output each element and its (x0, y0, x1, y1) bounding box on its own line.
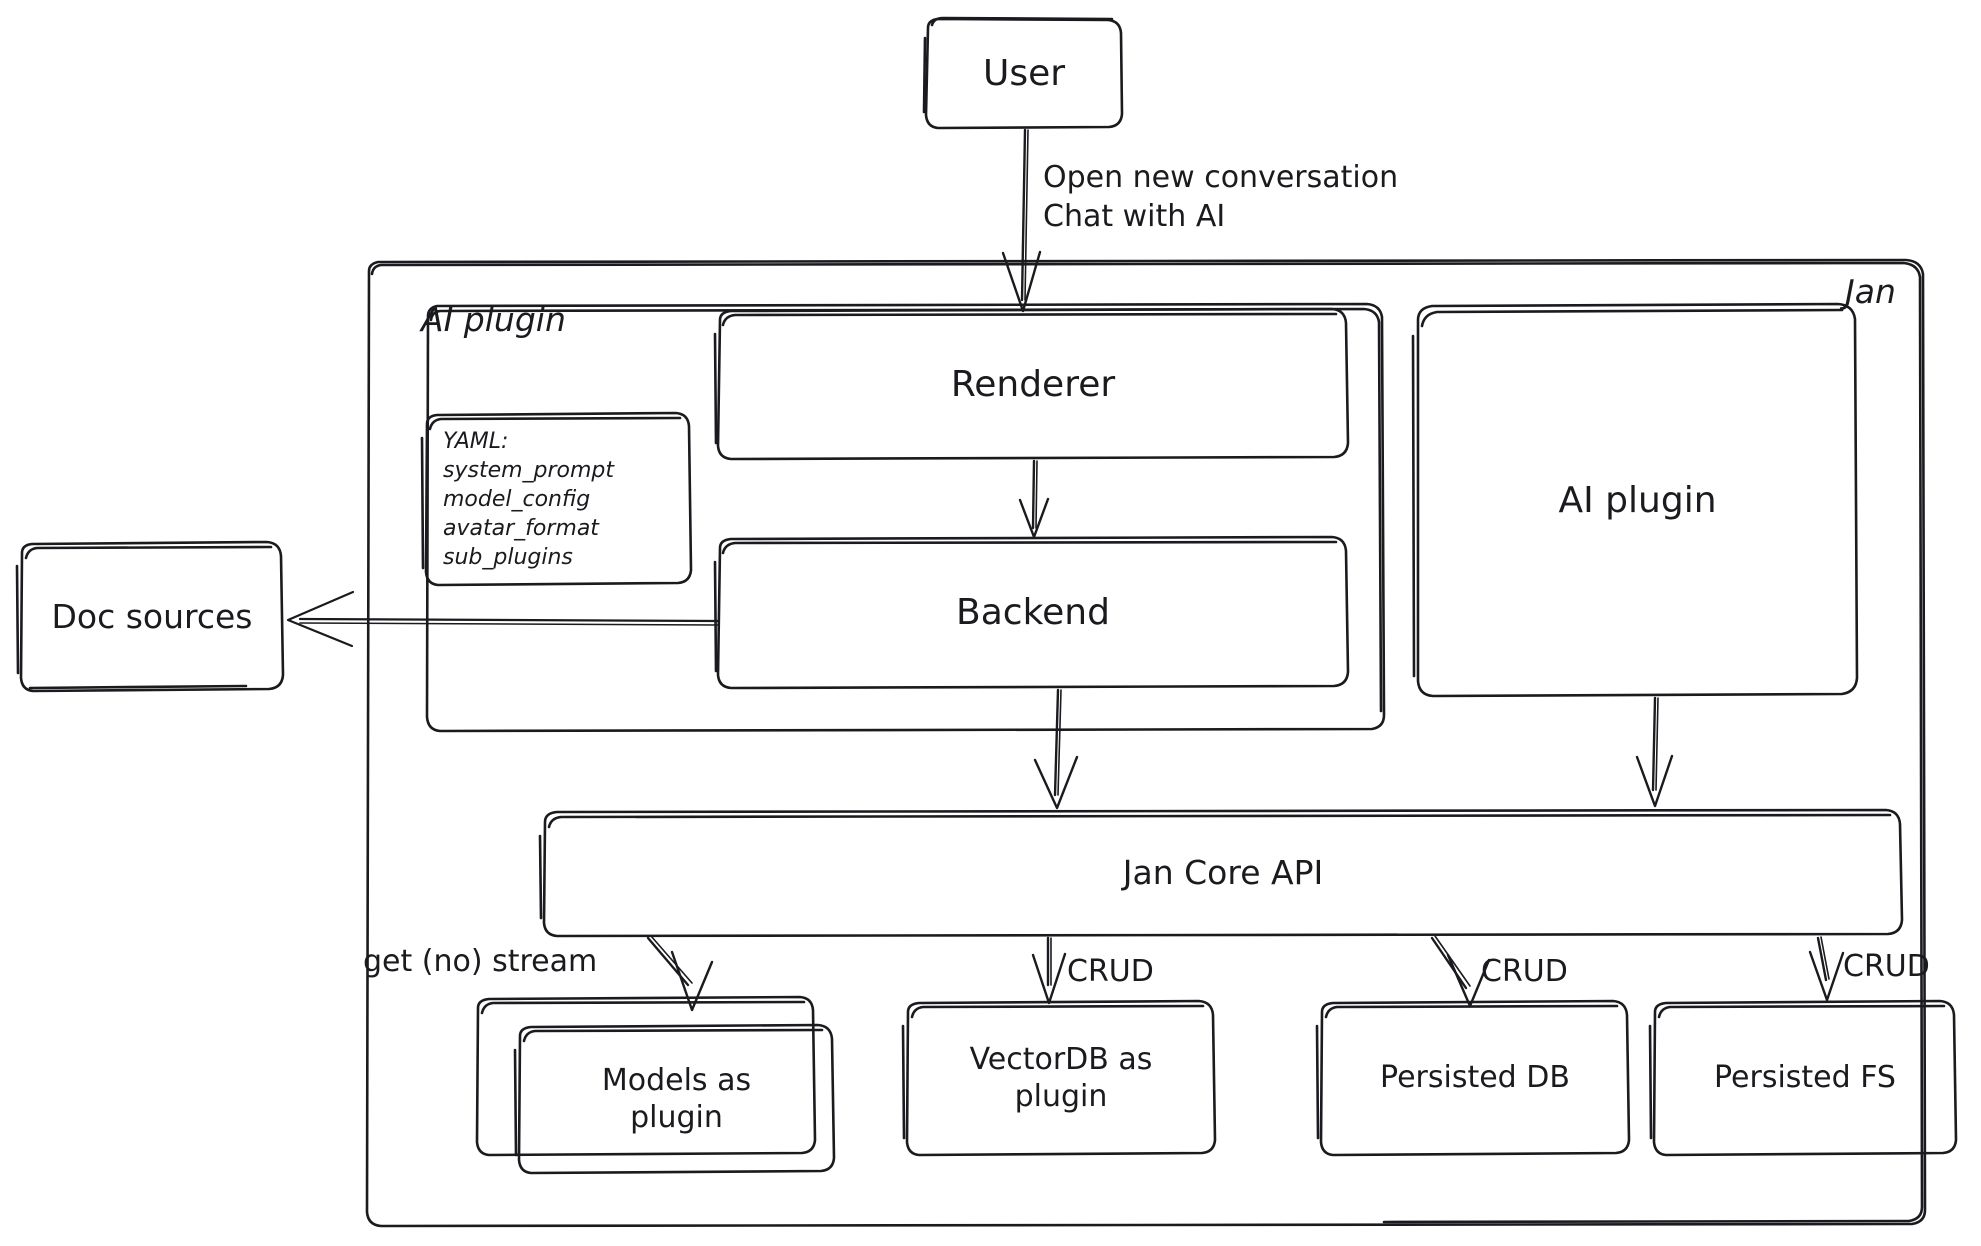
node-persisted-fs[interactable] (1654, 1001, 1956, 1155)
node-ai-plugin-right-outline (1411, 302, 1859, 698)
edge-user-to-renderer (1001, 128, 1042, 313)
edge-core-to-fs (1808, 936, 1845, 1002)
node-ai-plugin-right[interactable] (1418, 304, 1857, 696)
edge-core-to-models (646, 935, 714, 1012)
node-user-outline (922, 16, 1124, 130)
node-persisted-db[interactable] (1321, 1001, 1629, 1155)
node-yaml-outline (420, 411, 693, 587)
edge-ai-plugin-to-core (1635, 696, 1674, 808)
node-renderer-outline (713, 307, 1350, 461)
node-vectordb-plugin-outline (901, 999, 1217, 1157)
edge-backend-to-core (1033, 688, 1079, 810)
container-ai-plugin-group-outline (425, 302, 1386, 733)
container-jan-outline (365, 258, 1927, 1228)
node-yaml[interactable] (426, 413, 691, 585)
node-jan-core-api[interactable] (544, 810, 1902, 936)
node-jan-core-api-outline (538, 808, 1904, 938)
node-models-plugin[interactable] (477, 997, 834, 1173)
edge-core-to-db (1430, 935, 1491, 1008)
node-backend[interactable] (718, 537, 1348, 688)
node-models-plugin-outline (513, 1023, 836, 1175)
node-models-plugin-back-outline (475, 995, 817, 1157)
node-backend-outline (713, 535, 1350, 690)
node-doc-sources[interactable] (21, 542, 283, 691)
node-persisted-db-outline (1315, 999, 1631, 1157)
node-user[interactable] (926, 19, 1122, 128)
edge-renderer-to-backend (1018, 459, 1050, 539)
edge-backend-to-doc-sources (286, 590, 720, 648)
node-persisted-fs-outline (1648, 999, 1958, 1157)
node-renderer[interactable] (718, 309, 1348, 459)
node-vectordb-plugin[interactable] (907, 1001, 1215, 1155)
node-doc-sources-outline (15, 540, 285, 693)
edge-core-to-vectordb (1031, 936, 1067, 1005)
